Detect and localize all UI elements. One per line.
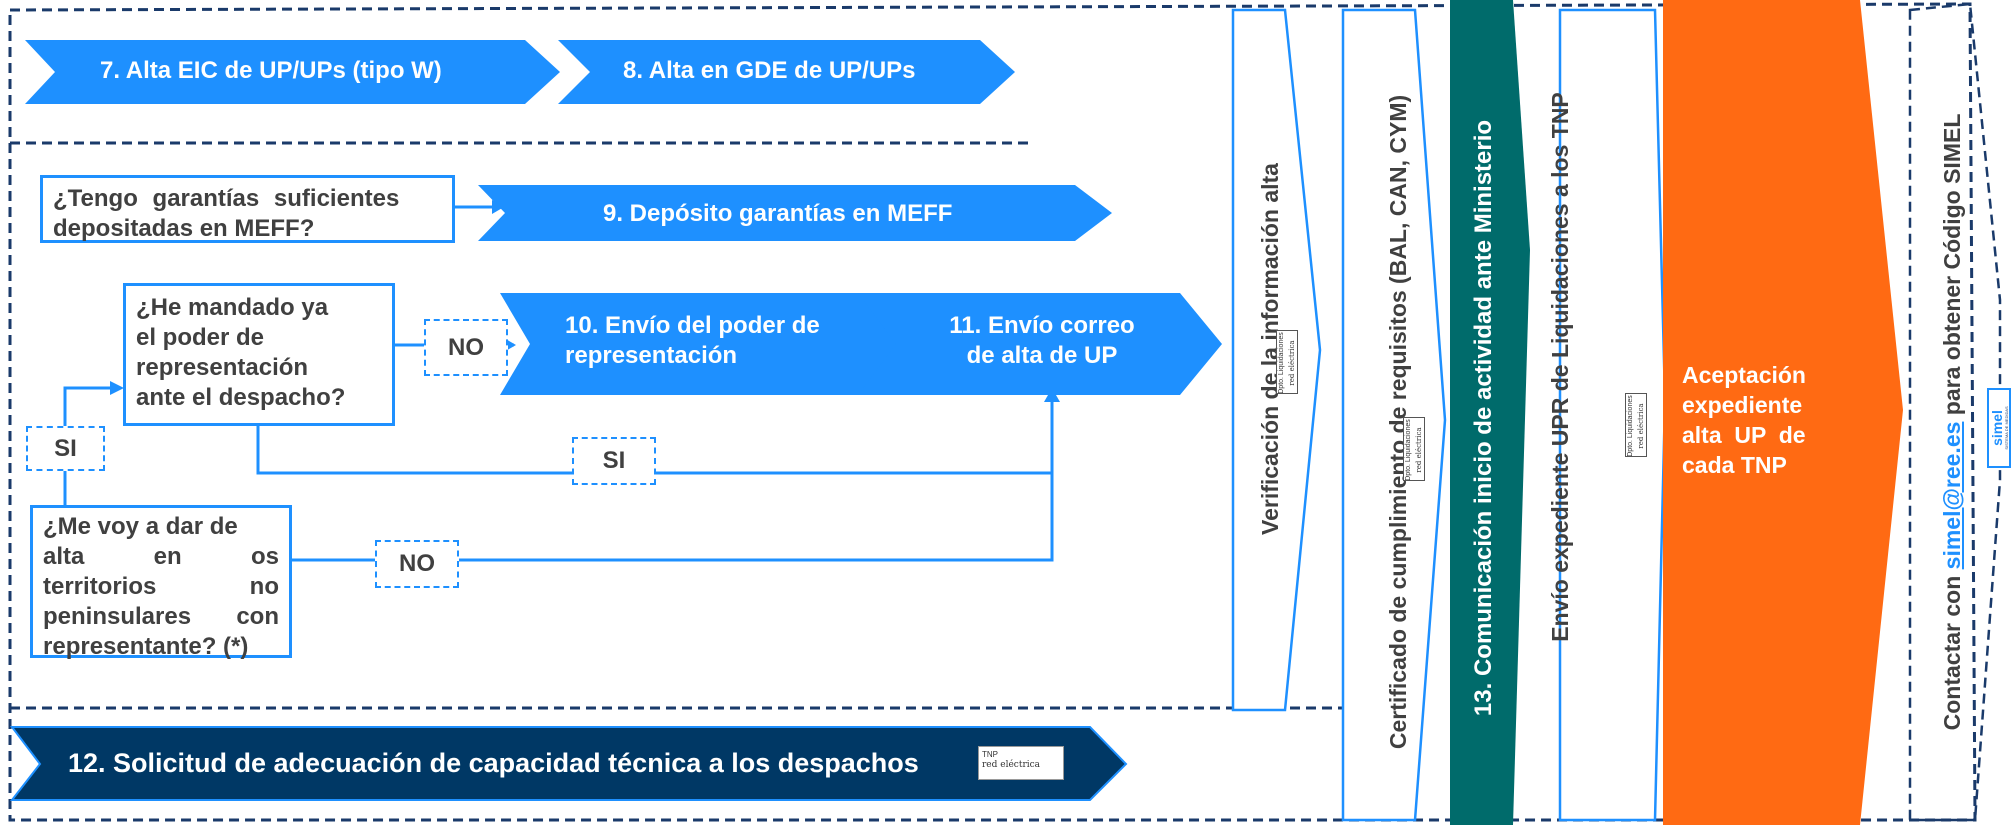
verificacion-dpto-stamp: Dpto. Liquidaciones red eléctrica bbox=[1276, 330, 1298, 394]
step12-arrow bbox=[9, 726, 1128, 801]
step12-label: 12. Solicitud de adecuación de capacidad… bbox=[68, 748, 919, 778]
q3-line5: representante? (*) bbox=[43, 633, 249, 660]
step7-arrow bbox=[25, 40, 560, 104]
col-envio-label: Envío expediente UPR de Liquidaciones a … bbox=[1547, 92, 1573, 642]
step7-label: 7. Alta EIC de UP/UPs (tipo W) bbox=[100, 57, 442, 84]
step9-label: 9. Depósito garantías en MEFF bbox=[603, 200, 953, 227]
q2-line1: ¿He mandado ya bbox=[136, 294, 329, 321]
col-envio-shape bbox=[1558, 8, 1667, 822]
step9-arrow bbox=[478, 185, 1112, 241]
verificacion-stamp-text: Dpto. Liquidaciones red eléctrica bbox=[1277, 331, 1297, 394]
q1-line2: depositadas en MEFF? bbox=[53, 215, 315, 242]
question-poder-box: ¿He mandado ya el poder de representació… bbox=[123, 283, 395, 426]
col-contactar-shape bbox=[1908, 2, 2002, 822]
col-aceptacion-shape bbox=[1663, 0, 1903, 825]
question-garantias-box: ¿Tengo garantías suficientes depositadas… bbox=[40, 175, 455, 243]
step8-arrow bbox=[558, 40, 1015, 104]
col-contactar-label: Contactar con simel@ree.es para obtener … bbox=[1935, 52, 1969, 792]
envio-stamp-text: Dpto. Liquidaciones red eléctrica bbox=[1626, 394, 1646, 457]
decision-no-tnp: NO bbox=[375, 540, 459, 588]
tnp-stamp-l1: TNP bbox=[982, 750, 998, 759]
certificado-stamp-text: Dpto. Liquidaciones red eléctrica bbox=[1404, 418, 1424, 481]
q3-line3-b: no bbox=[249, 573, 279, 600]
q3-line2-b: en bbox=[153, 543, 182, 570]
step10-arrow bbox=[500, 293, 898, 395]
decision-no-poder: NO bbox=[424, 319, 508, 376]
q3-line4-a: peninsulares bbox=[43, 603, 192, 630]
step11-arrow bbox=[858, 293, 1222, 395]
certificado-stamp-l1: Dpto. Liquidaciones bbox=[1405, 419, 1412, 481]
q3-line3-a: territorios bbox=[43, 573, 157, 600]
simel-logo-sub: SISTEMA DE MEDIDAS bbox=[2004, 406, 2009, 450]
step10-line2: representación bbox=[565, 342, 738, 369]
decision-si-poder: SI bbox=[26, 426, 105, 471]
step10-label: 10. Envío del poder de representación bbox=[565, 311, 820, 371]
col-certificado-shape bbox=[1341, 8, 1447, 822]
aceptacion-line1: Aceptación bbox=[1682, 362, 1806, 388]
simel-logo-inner: simel SISTEMA DE MEDIDAS bbox=[1989, 390, 2009, 466]
contactar-email-link[interactable]: simel@ree.es bbox=[1939, 421, 1965, 570]
q3-line3: territorios no bbox=[43, 572, 279, 602]
q3-line2-a: alta bbox=[43, 543, 85, 570]
aceptacion-line3: alta UP de bbox=[1682, 422, 1806, 448]
q3-line2-c: os bbox=[250, 543, 279, 570]
q3-line1: ¿Me voy a dar de bbox=[43, 513, 238, 540]
step10-line1: 10. Envío del poder de bbox=[565, 312, 820, 339]
decision-si-tnp: SI bbox=[572, 437, 656, 485]
verificacion-stamp-l2: red eléctrica bbox=[1288, 340, 1296, 386]
q2-line4: ante el despacho? bbox=[136, 384, 346, 411]
q2-line2: el poder de bbox=[136, 324, 265, 351]
contactar-pre: Contactar con bbox=[1939, 569, 1965, 731]
question-tnp-box: ¿Me voy a dar de alta en os territorios … bbox=[30, 505, 292, 660]
envio-stamp-l1: Dpto. Liquidaciones bbox=[1627, 395, 1634, 457]
col-comunicacion-label: 13. Comunicación inicio de actividad ant… bbox=[1470, 119, 1497, 717]
step11-label: 11. Envío correo de alta de UP bbox=[942, 311, 1142, 371]
certificado-dpto-stamp: Dpto. Liquidaciones red eléctrica bbox=[1403, 417, 1425, 481]
tnp-stamp: TNP red eléctrica bbox=[978, 746, 1064, 780]
envio-stamp-l2: red eléctrica bbox=[1637, 403, 1645, 449]
aceptacion-line4: cada TNP bbox=[1682, 452, 1787, 478]
q2-line3: representación bbox=[136, 354, 309, 381]
q3-line4: peninsulares con bbox=[43, 602, 279, 632]
envio-dpto-stamp: Dpto. Liquidaciones red eléctrica bbox=[1625, 393, 1647, 457]
outer-dashed-frame bbox=[8, 2, 1977, 822]
simel-logo: simel SISTEMA DE MEDIDAS bbox=[1987, 388, 2011, 468]
step11-line2: de alta de UP bbox=[966, 342, 1118, 369]
step11-line1: 11. Envío correo bbox=[949, 312, 1135, 339]
simel-logo-name: simel bbox=[1989, 410, 2005, 446]
q3-line4-b: con bbox=[236, 603, 279, 630]
col-comunicacion-shape bbox=[1450, 0, 1530, 825]
certificado-stamp-l2: red eléctrica bbox=[1415, 427, 1423, 473]
q1-line1: ¿Tengo garantías suficientes bbox=[53, 185, 400, 212]
contactar-post: para obtener Código SIMEL bbox=[1939, 113, 1965, 422]
col-aceptacion-label: Aceptación expediente alta UP de cada TN… bbox=[1682, 360, 1832, 480]
verificacion-stamp-l1: Dpto. Liquidaciones bbox=[1278, 332, 1285, 394]
step8-label: 8. Alta en GDE de UP/UPs bbox=[623, 57, 916, 84]
tnp-stamp-l2: red eléctrica bbox=[982, 760, 1041, 770]
q3-line2: alta en os bbox=[43, 542, 279, 572]
aceptacion-line2: expediente bbox=[1682, 392, 1803, 418]
